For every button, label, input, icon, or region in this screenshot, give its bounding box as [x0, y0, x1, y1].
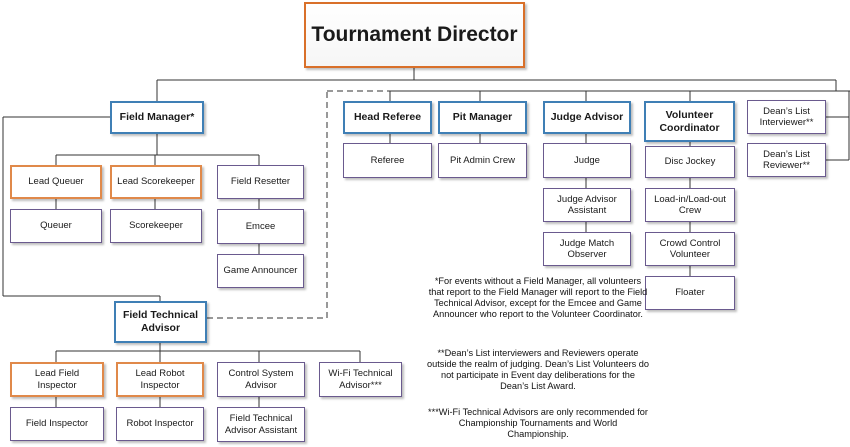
footnote-field-manager: *For events without a Field Manager, all…: [428, 276, 648, 320]
emcee-label: Emcee: [245, 220, 276, 232]
deans-list-interviewer-label: Dean’s List Interviewer**: [759, 105, 814, 128]
pit-admin-crew-box: Pit Admin Crew: [438, 143, 527, 178]
head-referee-label: Head Referee: [353, 111, 422, 124]
floater-box: Floater: [645, 276, 735, 310]
field-manager-box: Field Manager*: [110, 101, 204, 134]
field-resetter-label: Field Resetter: [230, 176, 291, 188]
footnote-deans-list: **Dean’s List interviewers and Reviewers…: [427, 348, 650, 392]
lead-field-inspector-box: Lead Field Inspector: [10, 362, 104, 397]
field-technical-advisor-label: Field Technical Advisor: [122, 309, 199, 334]
wifi-technical-advisor-label: Wi-Fi Technical Advisor***: [328, 368, 393, 391]
lead-scorekeeper-box: Lead Scorekeeper: [110, 165, 202, 199]
disc-jockey-box: Disc Jockey: [645, 146, 735, 178]
field-resetter-box: Field Resetter: [217, 165, 304, 199]
judge-advisor-assistant-box: Judge Advisor Assistant: [543, 188, 631, 222]
field-technical-advisor-assistant-box: Field Technical Advisor Assistant: [217, 407, 305, 442]
judge-box: Judge: [543, 143, 631, 178]
tournament-director-label: Tournament Director: [311, 23, 518, 47]
queuer-label: Queuer: [40, 220, 72, 232]
scorekeeper-box: Scorekeeper: [110, 209, 202, 243]
field-technical-advisor-box: Field Technical Advisor: [114, 301, 207, 343]
lead-queuer-box: Lead Queuer: [10, 165, 102, 199]
field-technical-advisor-assistant-label: Field Technical Advisor Assistant: [224, 413, 298, 436]
judge-label: Judge: [574, 154, 600, 166]
lead-queuer-label: Lead Queuer: [28, 176, 84, 188]
field-inspector-label: Field Inspector: [25, 418, 89, 430]
volunteer-coordinator-box: Volunteer Coordinator: [644, 101, 735, 142]
disc-jockey-label: Disc Jockey: [664, 156, 716, 168]
head-referee-box: Head Referee: [343, 101, 432, 134]
deans-list-reviewer-label: Dean’s List Reviewer**: [763, 148, 810, 171]
field-inspector-box: Field Inspector: [10, 407, 104, 441]
judge-match-observer-box: Judge Match Observer: [543, 232, 631, 266]
lead-field-inspector-label: Lead Field Inspector: [34, 368, 80, 391]
footnote-wifi-advisor: ***Wi-Fi Technical Advisors are only rec…: [428, 407, 648, 440]
lead-robot-inspector-label: Lead Robot Inspector: [135, 368, 185, 391]
game-announcer-label: Game Announcer: [223, 265, 298, 277]
pit-manager-box: Pit Manager: [438, 101, 527, 134]
game-announcer-box: Game Announcer: [217, 254, 304, 288]
judge-advisor-label: Judge Advisor: [550, 111, 624, 124]
judge-match-observer-label: Judge Match Observer: [559, 237, 615, 260]
emcee-box: Emcee: [217, 209, 304, 244]
volunteer-coordinator-label: Volunteer Coordinator: [659, 108, 720, 134]
crowd-control-volunteer-box: Crowd Control Volunteer: [645, 232, 735, 266]
wifi-technical-advisor-box: Wi-Fi Technical Advisor***: [319, 362, 402, 397]
referee-label: Referee: [370, 154, 405, 166]
pit-admin-crew-label: Pit Admin Crew: [450, 154, 515, 166]
load-in-load-out-crew-box: Load-in/Load-out Crew: [645, 188, 735, 222]
judge-advisor-assistant-label: Judge Advisor Assistant: [557, 193, 617, 216]
lead-scorekeeper-label: Lead Scorekeeper: [117, 176, 195, 188]
pit-manager-label: Pit Manager: [452, 111, 513, 124]
tournament-director-box: Tournament Director: [304, 2, 525, 68]
referee-box: Referee: [343, 143, 432, 178]
floater-label: Floater: [675, 287, 705, 299]
judge-advisor-box: Judge Advisor: [543, 101, 631, 134]
control-system-advisor-label: Control System Advisor: [228, 368, 294, 391]
scorekeeper-label: Scorekeeper: [129, 220, 183, 232]
queuer-box: Queuer: [10, 209, 102, 243]
crowd-control-volunteer-label: Crowd Control Volunteer: [659, 237, 721, 260]
robot-inspector-label: Robot Inspector: [126, 418, 194, 430]
deans-list-reviewer-box: Dean’s List Reviewer**: [747, 143, 826, 177]
deans-list-interviewer-box: Dean’s List Interviewer**: [747, 100, 826, 134]
robot-inspector-box: Robot Inspector: [116, 407, 204, 441]
load-in-load-out-crew-label: Load-in/Load-out Crew: [654, 193, 726, 216]
field-manager-label: Field Manager*: [119, 111, 195, 124]
control-system-advisor-box: Control System Advisor: [217, 362, 305, 397]
lead-robot-inspector-box: Lead Robot Inspector: [116, 362, 204, 397]
